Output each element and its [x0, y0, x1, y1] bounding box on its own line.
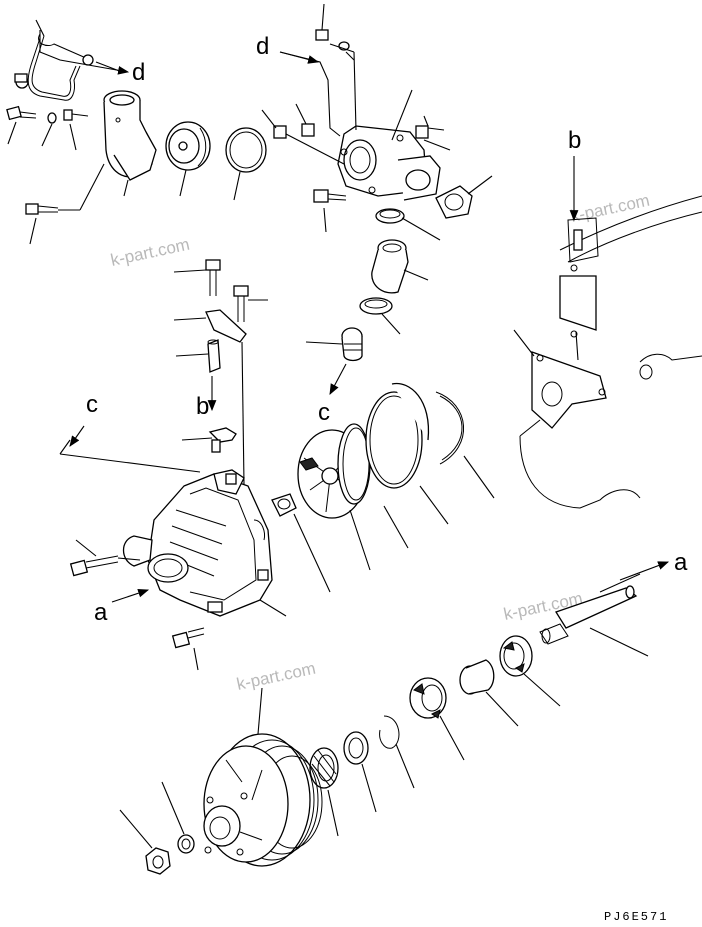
- housing-gasket: [435, 175, 493, 219]
- thermostat: [165, 121, 211, 197]
- pump-shaft: [539, 573, 649, 657]
- bearing-outer: [499, 635, 561, 707]
- reference-arrows: [39, 30, 670, 603]
- pump-seal-rings: [337, 382, 449, 549]
- water-pump-body: [59, 439, 287, 617]
- pulley-washer: [161, 781, 195, 854]
- callout-b-bracket: b: [196, 393, 209, 420]
- callout-a-shaft: a: [674, 549, 688, 576]
- bearing-inner: [409, 677, 465, 761]
- watermark-text: k-part.com: [569, 191, 651, 226]
- snap-ring-large: [435, 391, 495, 499]
- thermostat-housing: [337, 89, 441, 201]
- inlet-gasket: [513, 329, 607, 429]
- watermark-text: k-part.com: [235, 659, 317, 694]
- drawing-code: PJ6E571: [604, 910, 668, 924]
- spacer-sleeve: [459, 659, 519, 727]
- hose-clamp-lower: [359, 297, 401, 335]
- pulley-nut: [119, 809, 171, 875]
- watermark-text: k-part.com: [109, 235, 191, 270]
- pump-plug: [271, 493, 331, 593]
- oil-seal: [343, 731, 377, 813]
- callout-c-connector: c: [318, 399, 330, 426]
- drain-cock: [181, 427, 237, 453]
- pump-pulley: [203, 687, 323, 867]
- callout-a-pump: a: [94, 599, 108, 626]
- callout-c-pump: c: [86, 391, 98, 418]
- bolts-top-centre: [261, 3, 451, 233]
- hose-clamp-upper: [375, 208, 441, 241]
- thermostat-seal-ring: [225, 127, 267, 201]
- callout-b-block: b: [568, 127, 581, 154]
- spring-ring: [309, 747, 339, 837]
- callout-d-housing: d: [256, 33, 269, 60]
- pump-bolts: [69, 539, 205, 671]
- circlip: [379, 715, 415, 789]
- engine-block: [519, 195, 702, 509]
- water-hose: [371, 239, 429, 294]
- elbow-housing: [79, 90, 157, 211]
- bolts-top-left: [6, 105, 89, 245]
- bracket-bolts: [173, 259, 268, 485]
- callout-d-upper: d: [132, 59, 145, 86]
- sensor-tube-assembly: [14, 19, 123, 101]
- callout-labels: d d b b c c a a: [86, 33, 688, 626]
- inlet-connector: [305, 327, 363, 362]
